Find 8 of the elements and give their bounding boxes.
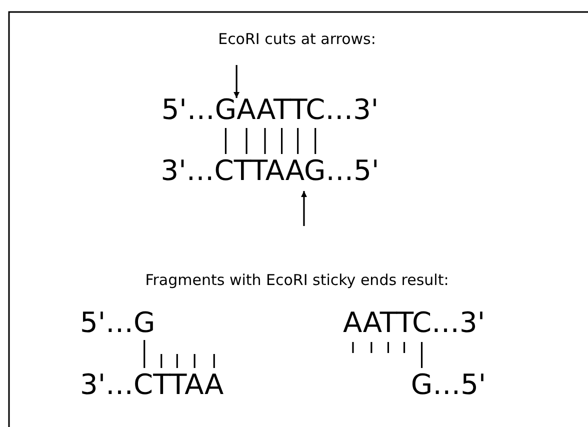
dna-strand-sequence: 5'…G — [80, 309, 156, 337]
heading: EcoRI cuts at arrows: — [218, 32, 376, 47]
dna-strand-sequence: 3'…CTTAA — [80, 371, 224, 399]
heading: Fragments with EcoRI sticky ends result: — [145, 273, 449, 288]
dna-strand-sequence: 3'…CTTAAG…5' — [160, 157, 380, 185]
dna-strand-sequence: G…5' — [410, 371, 486, 399]
dna-strand-sequence: AATTC…3' — [343, 309, 486, 337]
dna-strand-sequence: 5'…GAATTC…3' — [161, 96, 379, 124]
